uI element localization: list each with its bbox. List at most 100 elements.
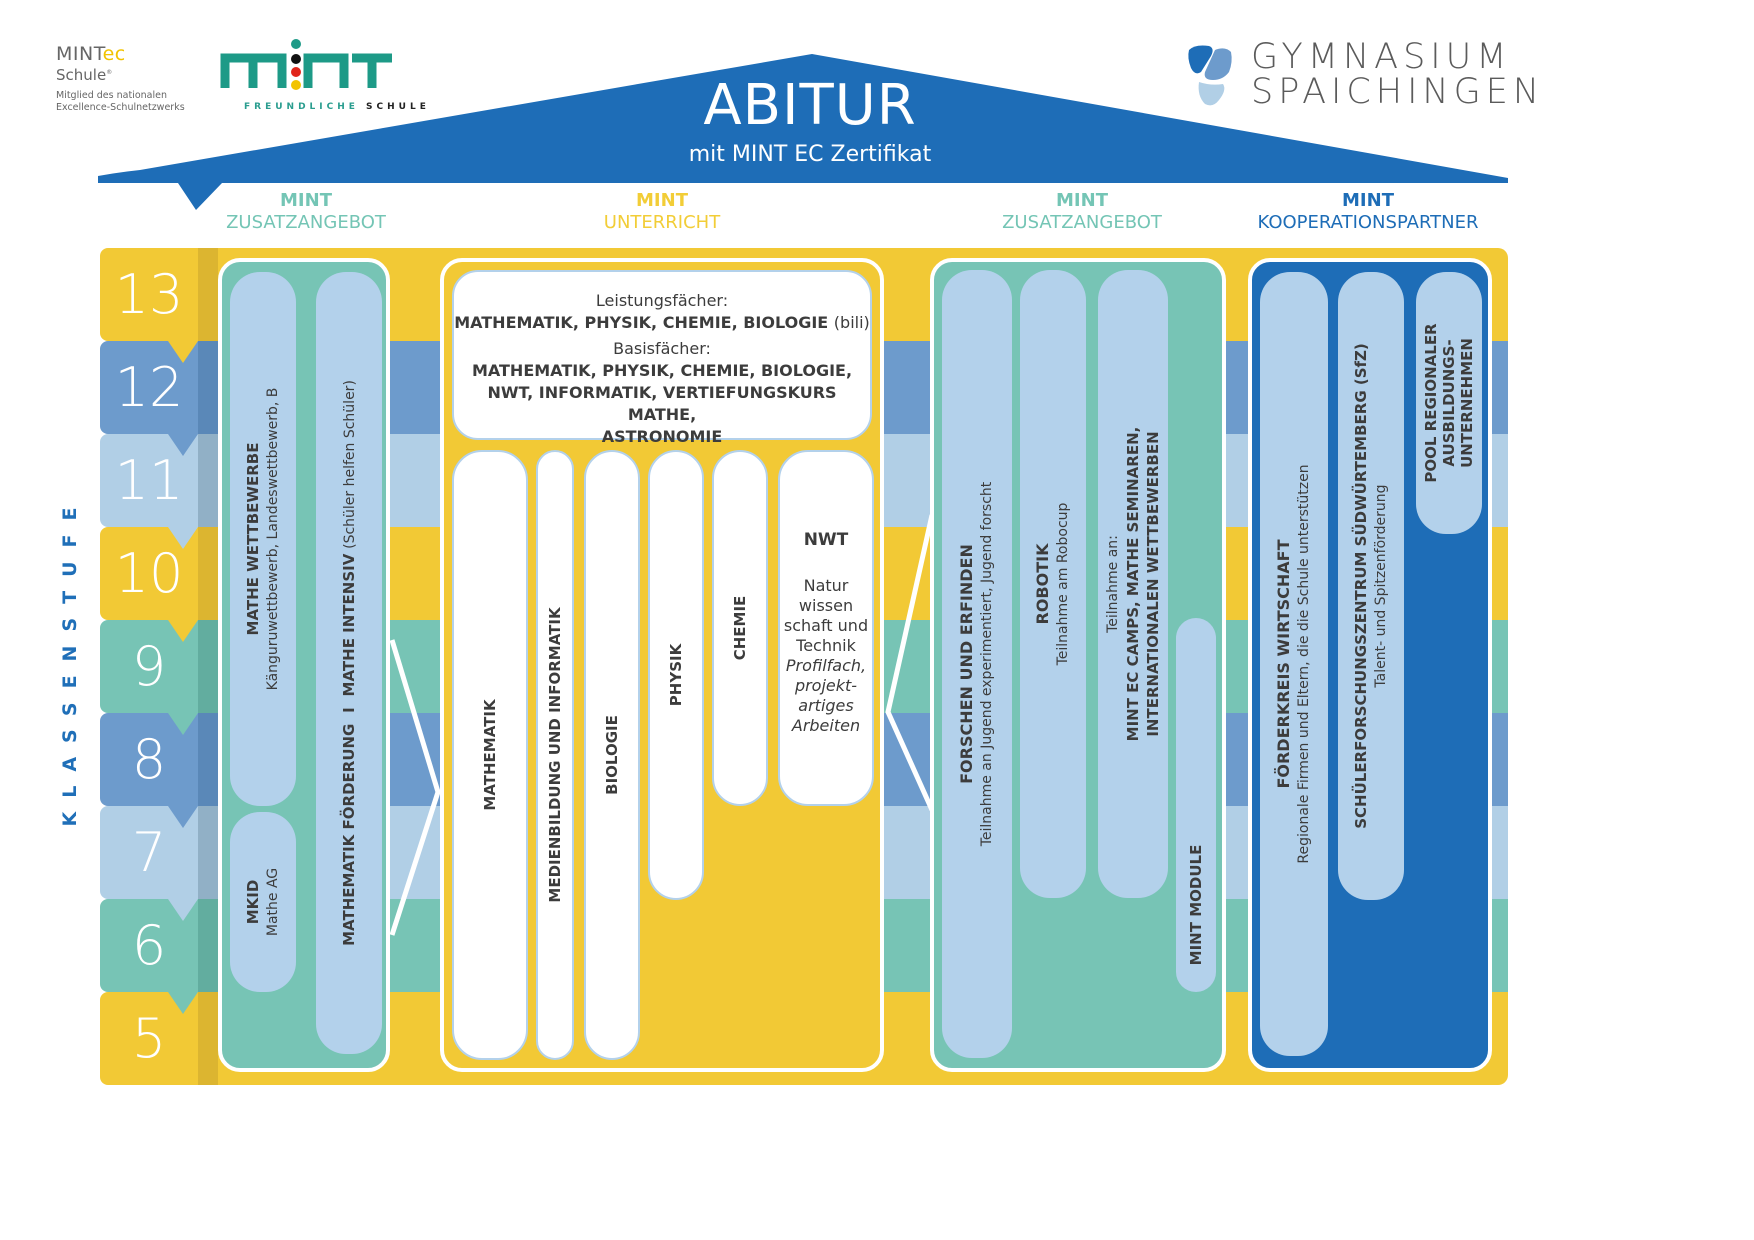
card-desc: Teilnahme am Robocup bbox=[1055, 502, 1071, 666]
column-header-kooperation: MINT KOOPERATIONSPARTNER bbox=[1248, 190, 1488, 234]
nwt-line: wissen bbox=[798, 596, 854, 615]
subject-chemie[interactable]: CHEMIE bbox=[712, 450, 768, 806]
card-desc: Talent- und Spitzenförderung bbox=[1373, 484, 1389, 688]
card-pool-ausbildung[interactable]: POOL REGIONALER AUSBILDUNGS- UNTERNEHMEN bbox=[1416, 272, 1482, 534]
column-header-line1: MINT bbox=[280, 190, 332, 211]
grade-tab-pointer bbox=[168, 806, 198, 828]
grade-tab-pointer bbox=[168, 527, 198, 549]
column-header-line1: MINT bbox=[1342, 190, 1394, 211]
leistung-note: (bili) bbox=[833, 313, 870, 332]
mint-tag-part2: SCHULE bbox=[366, 102, 430, 112]
nwt-italic: projekt- bbox=[794, 676, 858, 695]
subject-medienbildung[interactable]: MEDIENBILDUNG UND INFORMATIK bbox=[536, 450, 574, 1060]
nwt-line: schaft und bbox=[783, 616, 869, 635]
column-header-line2: UNTERRICHT bbox=[603, 212, 721, 233]
card-desc: Regionale Firmen und Eltern, die die Sch… bbox=[1296, 464, 1312, 864]
card-line2: INTERNATIONALEN WETTBEWERBEN bbox=[1144, 431, 1162, 737]
card-desc: Teilnahme an Jugend experimentiert, Juge… bbox=[979, 481, 995, 847]
subject-physik[interactable]: PHYSIK bbox=[648, 450, 704, 900]
subject-nwt[interactable]: NWT Natur wissen schaft und Technik Prof… bbox=[778, 450, 874, 806]
grade-band-shadow bbox=[196, 899, 218, 992]
basis-line3: ASTRONOMIE bbox=[601, 427, 723, 446]
mintec-title-main: MINT bbox=[56, 43, 103, 65]
basis-label: Basisfächer: bbox=[613, 339, 711, 358]
panel-unterricht: Leistungsfächer: MATHEMATIK, PHYSIK, CHE… bbox=[440, 258, 884, 1072]
card-mkid[interactable]: MKID Mathe AG bbox=[230, 812, 296, 992]
grade-tab-pointer bbox=[168, 899, 198, 921]
grade-tab-pointer bbox=[168, 620, 198, 642]
column-header-zusatz-left: MINT ZUSATZANGEBOT bbox=[206, 190, 406, 234]
card-sfz[interactable]: SCHÜLERFORSCHUNGSZENTRUM SÜDWÜRTEMBERG (… bbox=[1338, 272, 1404, 900]
grade-band-shadow bbox=[196, 434, 218, 527]
mintec-title-accent: ec bbox=[102, 43, 126, 65]
grade-band-shadow bbox=[196, 806, 218, 899]
nwt-line: Technik bbox=[796, 636, 856, 655]
column-header-line2: ZUSATZANGEBOT bbox=[226, 212, 386, 233]
gymnasium-line2: SPAICHINGEN bbox=[1251, 72, 1545, 112]
grade-band-shadow bbox=[196, 248, 218, 341]
card-line: POOL REGIONALER bbox=[1422, 323, 1440, 483]
leistung-label: Leistungsfächer: bbox=[595, 291, 729, 310]
mintec-subtitle: Schule bbox=[56, 66, 107, 84]
subject-biologie[interactable]: BIOLOGIE bbox=[584, 450, 640, 1060]
card-line: AUSBILDUNGS- bbox=[1440, 339, 1458, 467]
panel-zusatz-left: MATHE WETTBEWERBE Känguruwettbewerb, Lan… bbox=[218, 258, 390, 1072]
column-header-line1: MINT bbox=[1056, 190, 1108, 211]
mint-tag-part1: FREUNDLICHE bbox=[244, 102, 359, 112]
mintec-logo: MINTec Schule® Mitglied des nationalen E… bbox=[56, 44, 226, 114]
grade-tab-12: 12 bbox=[100, 341, 198, 456]
column-header-line2: KOOPERATIONSPARTNER bbox=[1257, 212, 1479, 233]
basis-line1: MATHEMATIK, PHYSIK, CHEMIE, BIOLOGIE, bbox=[471, 361, 853, 380]
card-title: FORSCHEN UND ERFINDEN bbox=[957, 544, 976, 784]
panel-kooperation: FÖRDERKREIS WIRTSCHAFT Regionale Firmen … bbox=[1248, 258, 1492, 1072]
grade-tab-pointer bbox=[168, 341, 198, 363]
nwt-italic: artiges bbox=[798, 696, 854, 715]
nwt-italic: Arbeiten bbox=[791, 716, 861, 735]
panel-zusatz-right: FORSCHEN UND ERFINDEN Teilnahme an Jugen… bbox=[930, 258, 1226, 1072]
grade-tab-pointer bbox=[168, 992, 198, 1014]
nwt-line: Natur bbox=[803, 576, 849, 595]
card-forschen-erfinden[interactable]: FORSCHEN UND ERFINDEN Teilnahme an Jugen… bbox=[942, 270, 1012, 1058]
card-title: ROBOTIK bbox=[1033, 543, 1052, 625]
card-line: UNTERNEHMEN bbox=[1458, 338, 1476, 468]
column-header-zusatz-right: MINT ZUSATZANGEBOT bbox=[982, 190, 1182, 234]
subject-mathematik[interactable]: MATHEMATIK bbox=[452, 450, 528, 1060]
column-header-line2: ZUSATZANGEBOT bbox=[1002, 212, 1162, 233]
card-mathe-wettbewerbe[interactable]: MATHE WETTBEWERBE Känguruwettbewerb, Lan… bbox=[230, 272, 296, 806]
roof-title: ABITUR bbox=[703, 73, 917, 138]
gymnasium-spaichingen-logo: GYMNASIUM SPAICHINGEN bbox=[1185, 40, 1539, 110]
mintec-desc-line1: Mitglied des nationalen bbox=[56, 90, 167, 101]
card-title: FÖRDERKREIS WIRTSCHAFT bbox=[1274, 539, 1293, 789]
grade-band-shadow bbox=[196, 341, 218, 434]
card-abitur-faecher: Leistungsfächer: MATHEMATIK, PHYSIK, CHE… bbox=[452, 270, 872, 446]
grade-tab-pointer bbox=[168, 434, 198, 456]
card-robotik[interactable]: ROBOTIK Teilnahme am Robocup bbox=[1020, 270, 1086, 898]
nwt-title: NWT bbox=[803, 530, 849, 550]
shield-icon bbox=[1188, 45, 1232, 106]
gymnasium-line1: GYMNASIUM bbox=[1251, 37, 1512, 77]
column-header-unterricht: MINT UNTERRICHT bbox=[562, 190, 762, 234]
leistung-value: MATHEMATIK, PHYSIK, CHEMIE, BIOLOGIE bbox=[454, 313, 829, 332]
grade-band-shadow bbox=[196, 527, 218, 620]
grade-band-shadow bbox=[196, 713, 218, 806]
basis-line2: NWT, INFORMATIK, VERTIEFUNGSKURS MATHE, bbox=[487, 383, 837, 424]
card-mint-module[interactable]: MINT MODULE bbox=[1176, 618, 1216, 992]
card-prefix: Teilnahme an: bbox=[1105, 535, 1121, 633]
card-title: SCHÜLERFORSCHUNGSZENTRUM SÜDWÜRTEMBERG (… bbox=[1352, 343, 1370, 829]
grade-tab-13: 13 bbox=[100, 248, 198, 363]
card-mint-ec-camps[interactable]: Teilnahme an: MINT EC CAMPS, MATHE SEMIN… bbox=[1098, 270, 1168, 898]
grade-band-shadow bbox=[196, 992, 218, 1085]
mint-wordmark-icon bbox=[220, 39, 392, 90]
roof-subtitle: mit MINT EC Zertifikat bbox=[688, 142, 932, 167]
registered-mark: ® bbox=[106, 69, 113, 76]
column-header-line1: MINT bbox=[636, 190, 688, 211]
card-line1: MINT EC CAMPS, MATHE SEMINAREN, bbox=[1124, 426, 1142, 742]
grade-band-shadow bbox=[196, 620, 218, 713]
card-mathe-foerderung[interactable]: MATHEMATIK FÖRDERUNG I MATHE INTENSIV (S… bbox=[316, 272, 382, 1054]
card-foerderkreis[interactable]: FÖRDERKREIS WIRTSCHAFT Regionale Firmen … bbox=[1260, 272, 1328, 1056]
mint-freundliche-schule-logo: FREUNDLICHE SCHULE bbox=[220, 38, 426, 118]
mintec-desc-line2: Excellence-Schulnetzwerks bbox=[56, 102, 185, 113]
nwt-italic: Profilfach, bbox=[785, 656, 867, 675]
roof-shape bbox=[98, 54, 1508, 210]
